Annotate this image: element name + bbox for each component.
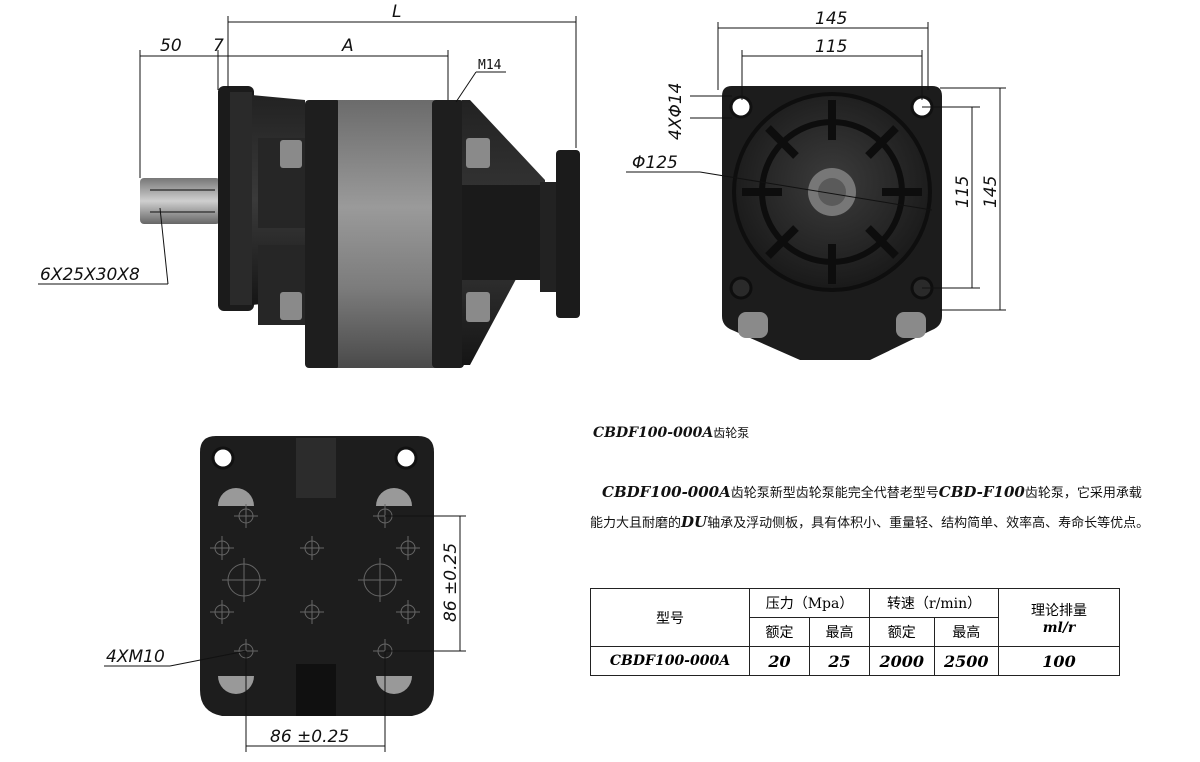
mount-hole: [211, 446, 235, 470]
front-view: 145 115 4XΦ14 Φ125 115 145: [626, 9, 1006, 360]
dim-86-vertical: 86 ±0.25: [441, 543, 461, 622]
header-model: 型号: [590, 588, 750, 647]
subheader-rated-speed: 额定: [869, 617, 935, 647]
desc-model: CBDF100-000A: [602, 483, 731, 501]
subheader-max-speed: 最高: [933, 617, 1000, 647]
title-suffix: 齿轮泵: [713, 426, 750, 440]
cell-pressure-max: 25: [809, 646, 871, 676]
dim-M14: M14: [478, 58, 502, 73]
table-row: CBDF100-000A 20 25 2000 2500 100: [590, 646, 1120, 676]
shaft: [140, 178, 220, 224]
product-description: CBDF100-000A齿轮泵新型齿轮泵能完全代替老型号CBD-F100齿轮泵，…: [590, 478, 1150, 538]
cell-displacement: 100: [998, 646, 1120, 676]
dim-dia125: Φ125: [632, 153, 678, 173]
pump-body: [338, 100, 438, 368]
mount-hole: [394, 446, 418, 470]
header-pressure: 压力（Mpa）: [748, 588, 871, 618]
dim-115-side: 115: [953, 176, 973, 208]
dim-L: L: [392, 2, 401, 22]
header-speed: 转速（r/min）: [869, 588, 999, 618]
side-view: L 50 7 A M14 6X25X30X8: [38, 2, 580, 368]
rear-plate: [200, 436, 434, 716]
dim-holes: 4XΦ14: [666, 83, 686, 140]
cell-model: CBDF100-000A: [590, 646, 750, 676]
dim-86-horizontal: 86 ±0.25: [270, 727, 349, 747]
title-model: CBDF100-000A: [593, 425, 714, 441]
dim-145-top: 145: [815, 9, 847, 29]
subheader-rated: 额定: [748, 617, 811, 647]
desc-text-2: 齿轮泵，它采用承载能力大且耐磨的: [590, 486, 1142, 531]
dim-50: 50: [160, 36, 182, 56]
header-disp-unit: ml/r: [1042, 619, 1076, 636]
mount-hole: [729, 276, 753, 300]
dim-m10: 4XM10: [106, 647, 165, 667]
dim-145-side: 145: [981, 176, 1001, 208]
subheader-max: 最高: [809, 617, 871, 647]
bolt-head: [466, 138, 490, 168]
desc-text-1: 齿轮泵新型齿轮泵能完全代替老型号: [730, 486, 939, 501]
bolt-head: [280, 140, 302, 168]
header-disp-label: 理论排量: [1031, 602, 1087, 619]
bolt-head: [466, 292, 490, 322]
rear-view: 86 ±0.25 86 ±0.25 4XM10: [104, 436, 466, 752]
dim-115-top: 115: [815, 37, 847, 57]
bolt-head: [280, 292, 302, 320]
product-title: CBDF100-000A齿轮泵: [593, 424, 749, 441]
cell-speed-rated: 2000: [869, 646, 935, 676]
dim-spline: 6X25X30X8: [40, 265, 140, 285]
dim-7: 7: [213, 36, 224, 56]
desc-old-model: CBD-F100: [938, 483, 1025, 501]
rear-flange: [556, 150, 580, 318]
desc-du: DU: [681, 513, 708, 531]
cell-speed-max: 2500: [933, 646, 1000, 676]
cell-pressure-rated: 20: [748, 646, 811, 676]
mount-hole: [729, 95, 753, 119]
desc-text-3: 轴承及浮动侧板，具有体积小、重量轻、结构简单、效率高、寿命长等优点。: [707, 516, 1150, 531]
dim-A: A: [341, 36, 354, 56]
